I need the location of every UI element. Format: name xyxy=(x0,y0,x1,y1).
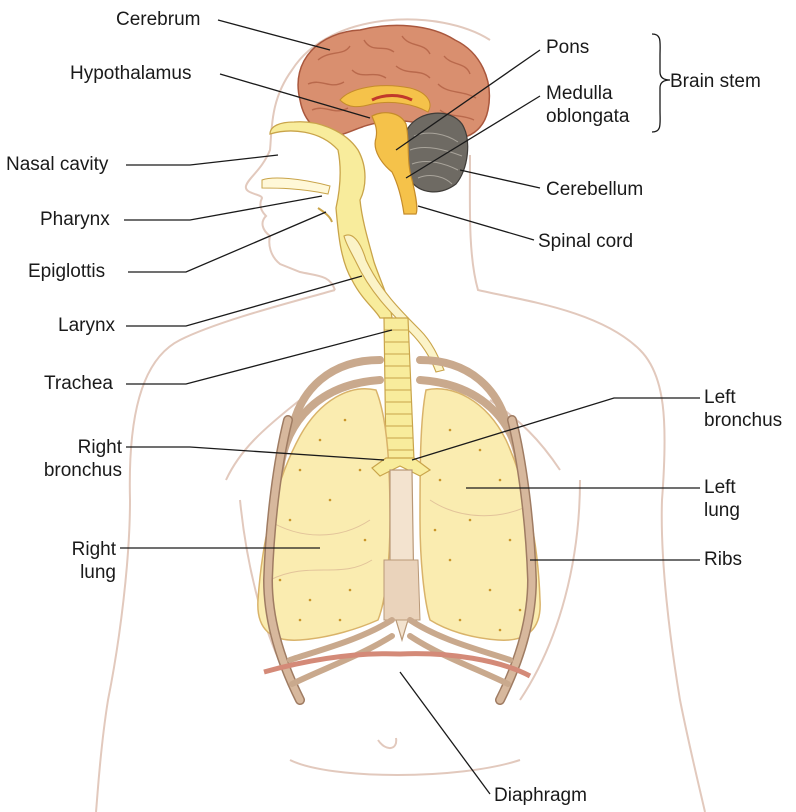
label-ribs: Ribs xyxy=(704,548,742,571)
label-left-bronchus-line2: bronchus xyxy=(704,409,782,432)
label-left-lung-line1: Left xyxy=(704,476,740,499)
label-trachea: Trachea xyxy=(44,372,113,395)
label-medulla-oblongata: Medulla oblongata xyxy=(546,82,629,128)
label-cerebellum: Cerebellum xyxy=(546,178,643,201)
label-right-bronchus: Right bronchus xyxy=(30,436,122,482)
label-right-lung-line2: lung xyxy=(40,561,116,584)
label-diaphragm: Diaphragm xyxy=(494,784,587,807)
sternum-shape xyxy=(384,470,420,640)
label-medulla-line1: Medulla xyxy=(546,82,629,105)
label-medulla-line2: oblongata xyxy=(546,105,629,128)
right-lung-shape xyxy=(258,389,390,640)
label-larynx: Larynx xyxy=(58,314,115,337)
label-spinal-cord: Spinal cord xyxy=(538,230,633,253)
label-right-lung: Right lung xyxy=(40,538,116,584)
label-epiglottis: Epiglottis xyxy=(28,260,105,283)
label-pons: Pons xyxy=(546,36,589,59)
label-nasal-cavity: Nasal cavity xyxy=(6,153,108,176)
label-pharynx: Pharynx xyxy=(40,208,110,231)
label-brain-stem: Brain stem xyxy=(670,70,761,93)
label-left-lung-line2: lung xyxy=(704,499,740,522)
label-hypothalamus: Hypothalamus xyxy=(70,62,191,85)
trachea-shape xyxy=(384,318,414,460)
label-cerebrum: Cerebrum xyxy=(116,8,200,31)
label-right-bronchus-line2: bronchus xyxy=(30,459,122,482)
label-left-lung: Left lung xyxy=(704,476,740,522)
label-left-bronchus-line1: Left xyxy=(704,386,782,409)
label-right-lung-line1: Right xyxy=(40,538,116,561)
label-right-bronchus-line1: Right xyxy=(30,436,122,459)
label-left-bronchus: Left bronchus xyxy=(704,386,782,432)
